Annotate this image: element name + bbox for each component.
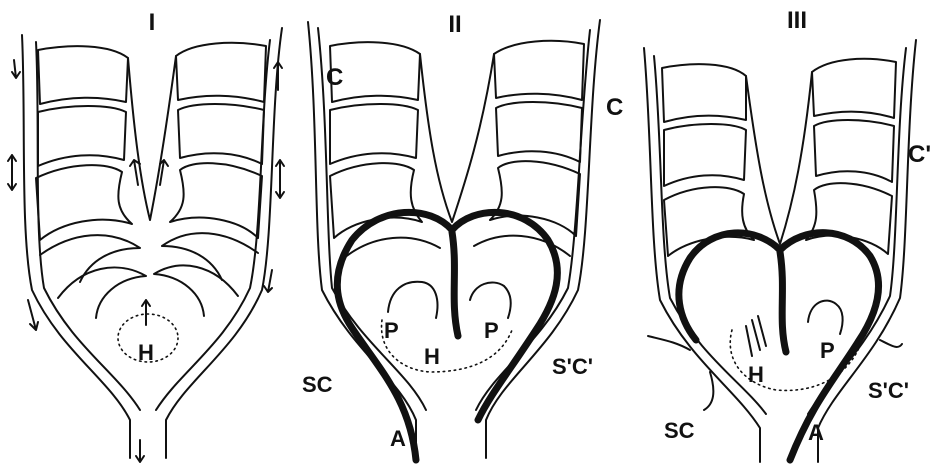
panel-one-left-gill-chambers: [36, 46, 146, 318]
panel-one-right-gill-chambers: [154, 43, 266, 316]
panel-two-numeral: II: [448, 11, 461, 38]
panel-three-pulmonary-loop: [808, 301, 843, 334]
panel-two-label-p-left: P: [384, 318, 399, 343]
panel-three-label-sc-left: SC: [664, 418, 695, 443]
panel-two-label-sc-left: SC: [302, 372, 333, 397]
panel-two-label-h: H: [424, 344, 440, 369]
panel-three-sc-pointer: [704, 372, 713, 410]
panel-one-numeral: I: [149, 9, 156, 36]
panel-two-label-p-right: P: [484, 318, 499, 343]
panel-three-label-c-right: C': [908, 141, 931, 168]
panel-three-left-gill-chambers: [662, 64, 754, 256]
panel-one-central-wedge: [128, 56, 176, 220]
panel-three-central-wedge: [746, 72, 812, 244]
panel-three-numeral: III: [787, 7, 807, 34]
panel-three: III C' P H SC S'C' A: [644, 7, 931, 462]
panel-two-label-sc-right: S'C': [552, 354, 593, 379]
panel-two-left-pulmonary-loop: [388, 282, 437, 318]
panel-two-right-pulmonary-loop: [470, 282, 511, 318]
panel-three-label-a: A: [808, 420, 824, 445]
panel-one-flow-arrows: [8, 60, 284, 462]
panel-three-right-subclavian-line: [880, 340, 902, 347]
panel-two-label-c-left: C: [326, 64, 343, 91]
panel-two-central-vessel: [452, 232, 458, 336]
panel-two-label-a: A: [390, 426, 406, 451]
panel-two-label-c-right: C: [606, 94, 623, 121]
panel-two: II C C P P H SC S'C: [302, 11, 623, 460]
panel-three-label-sc-right: S'C': [868, 378, 909, 403]
panel-one-label-h: H: [138, 340, 154, 365]
panel-three-hatching: [746, 316, 766, 356]
panel-two-left-gill-chambers: [330, 42, 440, 258]
panel-two-central-wedge: [420, 54, 494, 222]
panel-one: I H: [8, 9, 284, 462]
panel-three-right-gill-chambers: [806, 59, 896, 254]
panel-three-left-aortic-arch: [679, 233, 780, 340]
panel-three-label-h: H: [748, 362, 764, 387]
panel-three-central-vessel: [780, 252, 786, 352]
panel-three-label-p: P: [820, 338, 835, 363]
